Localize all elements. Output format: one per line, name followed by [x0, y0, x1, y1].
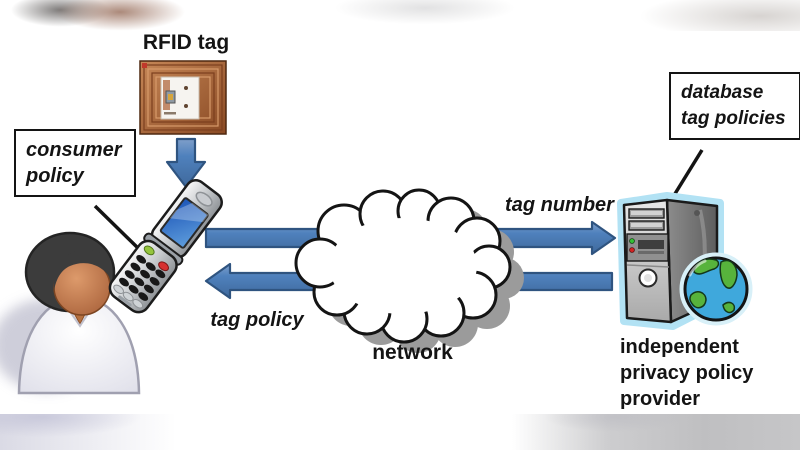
phone-soft-keys: [113, 284, 144, 309]
top-blur-band: [0, 0, 800, 31]
phone-call-button: [143, 245, 155, 256]
globe-icon: [679, 252, 753, 326]
person-fringe: [53, 249, 113, 291]
consumer-policy-box: consumer policy: [14, 129, 136, 197]
globe-land: [689, 258, 738, 314]
tag-number-label: tag number: [505, 194, 614, 216]
rfid-tag-label: RFID tag: [142, 31, 230, 54]
phone-keypad: [119, 255, 166, 301]
server-icon: [617, 192, 724, 330]
server-led-red: [629, 247, 635, 253]
provider-label: independent privacy policy provider: [620, 336, 754, 410]
bottom-blur-band: [0, 414, 800, 450]
database-tag-policies-box: database tag policies: [669, 72, 800, 140]
tag-policy-label: tag policy: [210, 309, 304, 331]
mobile-phone-icon: [108, 179, 223, 314]
consumer-person-icon: [0, 231, 141, 395]
down-arrow-icon: [165, 137, 207, 189]
rfid-tag-icon: [139, 60, 227, 135]
phone-screen: [159, 197, 209, 249]
server-led-green: [629, 238, 635, 244]
database-policies-connector-line: [671, 149, 704, 198]
phone-end-button: [158, 261, 169, 272]
phone-earpiece: [195, 191, 213, 207]
network-label: network: [372, 341, 453, 364]
network-cloud-icon: [294, 188, 524, 353]
consumer-policy-connector-line: [93, 204, 143, 253]
